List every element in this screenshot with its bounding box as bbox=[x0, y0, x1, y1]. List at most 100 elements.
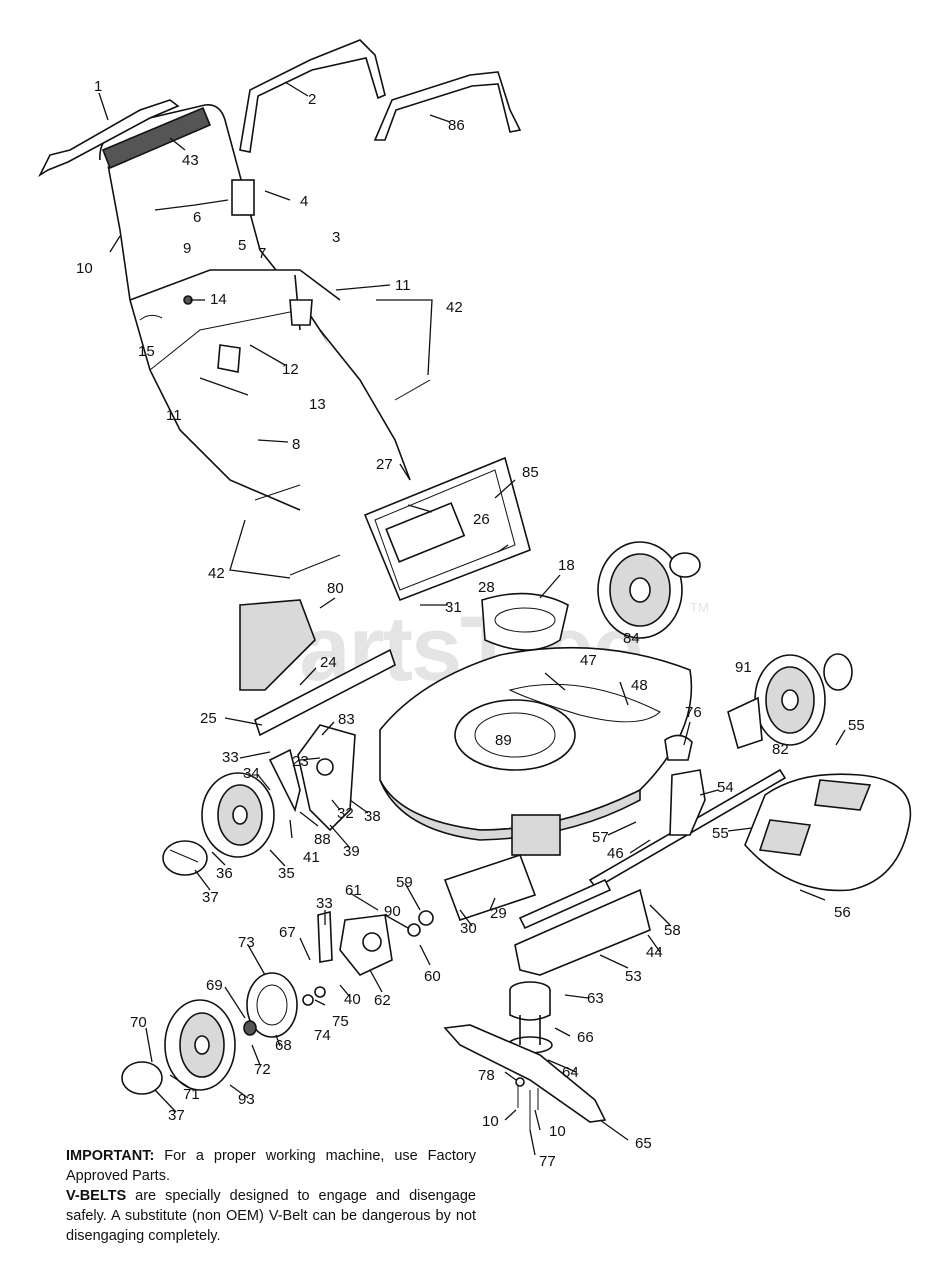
handle-brackets bbox=[139, 179, 313, 373]
notes-block: IMPORTANT: For a proper working machine,… bbox=[66, 1146, 476, 1246]
label-82: 82 bbox=[772, 741, 789, 758]
label-76: 76 bbox=[685, 704, 702, 721]
label-55-lower: 55 bbox=[712, 825, 729, 842]
label-26: 26 bbox=[473, 511, 490, 528]
label-9: 9 bbox=[183, 240, 191, 257]
label-46: 46 bbox=[607, 845, 624, 862]
label-47: 47 bbox=[580, 652, 597, 669]
label-33-lower: 33 bbox=[316, 895, 333, 912]
label-58: 58 bbox=[664, 922, 681, 939]
label-39: 39 bbox=[343, 843, 360, 860]
label-44: 44 bbox=[646, 944, 663, 961]
rear-wheel-right bbox=[727, 653, 853, 750]
label-86: 86 bbox=[448, 117, 465, 134]
important-text: For a proper working machine, use Factor… bbox=[66, 1148, 476, 1184]
important-note: IMPORTANT: For a proper working machine,… bbox=[66, 1146, 476, 1186]
label-85: 85 bbox=[522, 464, 539, 481]
label-43: 43 bbox=[182, 152, 199, 169]
rear-shield bbox=[363, 456, 531, 602]
front-bracket bbox=[664, 734, 706, 836]
vbelts-text: are specially designed to engage and dis… bbox=[66, 1188, 476, 1244]
label-7: 7 bbox=[258, 245, 266, 262]
label-78: 78 bbox=[478, 1067, 495, 1084]
label-6: 6 bbox=[193, 209, 201, 226]
label-80: 80 bbox=[327, 580, 344, 597]
grass-deflector bbox=[239, 599, 316, 691]
label-11-lower: 11 bbox=[166, 407, 182, 424]
label-25: 25 bbox=[200, 710, 217, 727]
deck-skirt bbox=[514, 888, 651, 976]
drive-housing bbox=[481, 592, 569, 651]
label-40: 40 bbox=[344, 991, 361, 1008]
rear-wheel-upper bbox=[597, 541, 701, 639]
label-59: 59 bbox=[396, 874, 413, 891]
label-63: 63 bbox=[587, 990, 604, 1007]
adjuster-plate bbox=[317, 910, 393, 976]
label-27: 27 bbox=[376, 456, 393, 473]
label-37-lower: 37 bbox=[168, 1107, 185, 1124]
label-60: 60 bbox=[424, 968, 441, 985]
label-4: 4 bbox=[300, 193, 308, 210]
label-74: 74 bbox=[314, 1027, 331, 1044]
label-29: 29 bbox=[490, 905, 507, 922]
label-38: 38 bbox=[364, 808, 381, 825]
label-67: 67 bbox=[279, 924, 296, 941]
label-3: 3 bbox=[332, 229, 340, 246]
control-bar-1 bbox=[38, 99, 180, 178]
control-bar-86 bbox=[373, 71, 522, 141]
label-33-upper: 33 bbox=[222, 749, 239, 766]
label-84: 84 bbox=[623, 630, 640, 647]
label-36: 36 bbox=[216, 865, 233, 882]
wheel-hub bbox=[243, 972, 298, 1038]
label-77: 77 bbox=[539, 1153, 556, 1170]
watermark-tm: TM bbox=[690, 600, 709, 615]
label-56: 56 bbox=[834, 904, 851, 921]
label-31: 31 bbox=[445, 599, 462, 616]
label-23: 23 bbox=[292, 753, 309, 770]
label-10-blade-left: 10 bbox=[482, 1113, 499, 1130]
mulch-plug bbox=[443, 853, 537, 922]
label-48: 48 bbox=[631, 677, 648, 694]
label-2: 2 bbox=[308, 91, 316, 108]
blade-adapter bbox=[507, 981, 553, 1054]
vbelts-label: V-BELTS bbox=[66, 1188, 127, 1204]
label-15: 15 bbox=[138, 343, 155, 360]
front-wheel-upper bbox=[162, 772, 275, 876]
label-70: 70 bbox=[130, 1014, 147, 1031]
label-55-upper: 55 bbox=[848, 717, 865, 734]
height-adjuster bbox=[268, 724, 356, 832]
label-42-upper: 42 bbox=[446, 299, 463, 316]
label-68: 68 bbox=[275, 1037, 292, 1054]
label-69: 69 bbox=[206, 977, 223, 994]
label-42-lower: 42 bbox=[208, 565, 225, 582]
label-91: 91 bbox=[735, 659, 752, 676]
mower-blade bbox=[443, 1024, 607, 1123]
blade-bolts bbox=[515, 1077, 539, 1130]
label-88: 88 bbox=[314, 831, 331, 848]
label-18: 18 bbox=[558, 557, 575, 574]
important-label: IMPORTANT: bbox=[66, 1148, 155, 1164]
label-34: 34 bbox=[243, 765, 260, 782]
front-cover bbox=[744, 773, 912, 892]
part-labels: 1 2 3 4 5 6 7 8 9 10 11 11 12 13 14 15 4… bbox=[76, 78, 865, 1170]
upper-handle bbox=[99, 103, 341, 511]
label-10-handle: 10 bbox=[76, 260, 93, 277]
label-53: 53 bbox=[625, 968, 642, 985]
leader-lines bbox=[98, 81, 846, 1156]
label-93: 93 bbox=[238, 1091, 255, 1108]
label-61: 61 bbox=[345, 882, 362, 899]
label-83: 83 bbox=[338, 711, 355, 728]
label-13: 13 bbox=[309, 396, 326, 413]
control-bar-2 bbox=[239, 39, 386, 153]
label-8: 8 bbox=[292, 436, 300, 453]
drive-belt bbox=[508, 683, 661, 723]
label-28: 28 bbox=[478, 579, 495, 596]
label-37-upper: 37 bbox=[202, 889, 219, 906]
label-89: 89 bbox=[495, 732, 512, 749]
label-75: 75 bbox=[332, 1013, 349, 1030]
label-73: 73 bbox=[238, 934, 255, 951]
label-65: 65 bbox=[635, 1135, 652, 1152]
label-35: 35 bbox=[278, 865, 295, 882]
label-32: 32 bbox=[337, 805, 354, 822]
